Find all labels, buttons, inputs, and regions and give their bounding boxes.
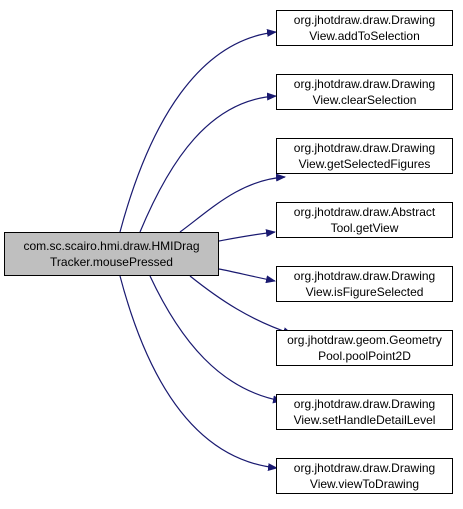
call-edge-3 [218, 229, 276, 242]
target-node-line1: org.jhotdraw.draw.Drawing [293, 269, 436, 283]
target-node-line1: org.jhotdraw.draw.Drawing [293, 397, 436, 411]
target-node-line2: View.addToSelection [309, 29, 420, 43]
source-node-line1: com.sc.scairo.hmi.draw.HMIDrag [23, 239, 200, 253]
call-edge-1 [139, 92, 277, 233]
target-node-line2: View.setHandleDetailLevel [293, 413, 436, 427]
target-node-sethandledetaillevel[interactable]: org.jhotdraw.draw.Drawing View.setHandle… [276, 394, 453, 430]
target-node-line1: org.jhotdraw.draw.Drawing [293, 461, 436, 475]
source-node-mousepressed[interactable]: com.sc.scairo.hmi.draw.HMIDrag Tracker.m… [4, 232, 219, 276]
target-node-line1: org.jhotdraw.draw.Abstract [293, 205, 436, 219]
call-edge-6 [149, 275, 283, 404]
target-node-line2: Pool.poolPoint2D [318, 349, 411, 363]
target-node-clearselection[interactable]: org.jhotdraw.draw.Drawing View.clearSele… [276, 74, 453, 110]
target-node-line2: View.viewToDrawing [309, 477, 420, 491]
target-node-line2: View.isFigureSelected [305, 285, 424, 299]
target-node-addtoselection[interactable]: org.jhotdraw.draw.Drawing View.addToSele… [276, 10, 453, 46]
call-edge-5 [189, 275, 293, 335]
target-node-getselectedfigures[interactable]: org.jhotdraw.draw.Drawing View.getSelect… [276, 138, 453, 174]
target-node-getview[interactable]: org.jhotdraw.draw.Abstract Tool.getView [276, 202, 453, 238]
source-node-line2: Tracker.mousePressed [50, 255, 173, 269]
target-node-isfigureselected[interactable]: org.jhotdraw.draw.Drawing View.isFigureS… [276, 266, 453, 302]
target-node-line1: org.jhotdraw.geom.Geometry [287, 333, 442, 347]
target-node-line2: View.getSelectedFigures [298, 157, 431, 171]
call-edge-0 [119, 28, 277, 233]
call-edge-4 [218, 268, 276, 284]
target-node-line2: Tool.getView [330, 221, 399, 235]
target-node-line1: org.jhotdraw.draw.Drawing [293, 77, 436, 91]
target-node-poolpoint2d[interactable]: org.jhotdraw.geom.Geometry Pool.poolPoin… [276, 330, 453, 366]
target-node-viewtodrawing[interactable]: org.jhotdraw.draw.Drawing View.viewToDra… [276, 458, 453, 494]
call-edge-2 [179, 173, 286, 233]
target-node-line1: org.jhotdraw.draw.Drawing [293, 141, 436, 155]
call-edge-7 [119, 275, 278, 472]
target-node-line1: org.jhotdraw.draw.Drawing [293, 13, 436, 27]
target-node-line2: View.clearSelection [312, 93, 417, 107]
